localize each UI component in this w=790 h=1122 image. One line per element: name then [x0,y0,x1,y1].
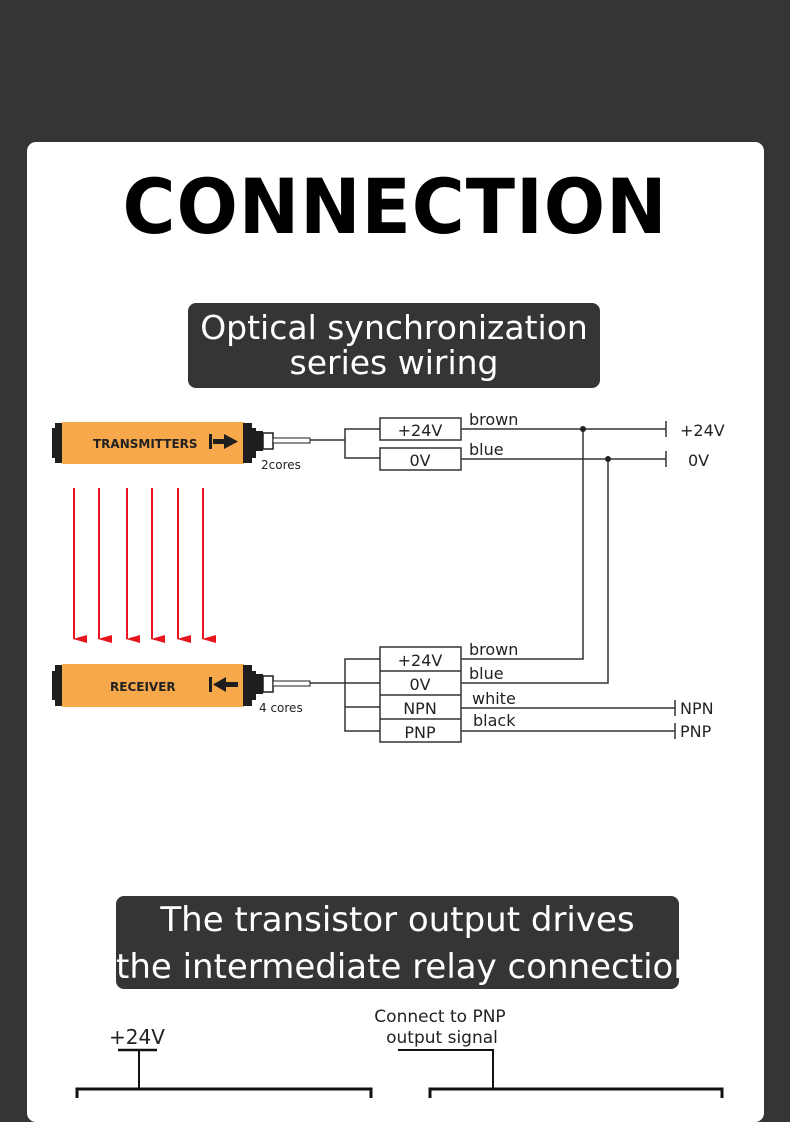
wire-color: brown [469,640,518,659]
heading-line-1: Optical synchronization [200,308,588,347]
terminal-pin: 0V [409,451,430,470]
transmitter-wiring [310,417,667,684]
heading-line-2: the intermediate relay connection [116,947,695,987]
receiver-cores: 4 cores [259,701,303,715]
cable-sleeve [272,680,311,687]
section-heading-wiring: Optical synchronization series wiring [188,303,600,388]
receiver-label: RECEIVER [110,680,176,694]
heading-line-1: The transistor output drives [160,900,635,940]
endcap-right [243,665,256,706]
signal-label-line-2: output signal [386,1028,498,1048]
wire-color: blue [469,440,504,459]
pnp-output-label: PNP [680,722,712,741]
light-beams [73,488,216,643]
connector [256,674,263,694]
connector-nut [262,432,274,450]
npn-output-label: NPN [680,699,714,718]
receiver-wiring [310,646,676,743]
heading-line-2: series wiring [289,343,499,382]
arrow-right-icon [209,434,238,449]
endcap-right [243,423,256,463]
wire-color: white [472,689,516,708]
terminal-pin: PNP [404,723,436,742]
connector [256,431,263,451]
terminal-pin: +24V [398,651,443,670]
terminal-pin: 0V [409,675,430,694]
wire-color: black [473,711,516,730]
sensor-body [62,664,244,707]
supply-positive-label: +24V [680,421,725,440]
cable-sleeve [272,437,311,444]
signal-label-line-1: Connect to PNP [374,1007,505,1027]
page-title: CONNECTION [122,162,668,251]
supply-label: +24V [109,1025,165,1049]
junction-dot [605,456,611,462]
wire-color: blue [469,664,504,683]
terminal-pin: NPN [403,699,437,718]
endcap-left [52,423,63,463]
endcap-left [52,665,63,706]
arrow-left-icon [209,677,238,692]
receiver-sensor: RECEIVER 4 cores [52,664,311,715]
wiring-diagram: TRANSMITTERS 2cores RECEIVER 4 cores [52,410,725,1098]
relay-diagram [75,1048,724,1098]
connector-nut [262,675,274,693]
terminal-pin: +24V [398,421,443,440]
section-heading-relay: The transistor output drives the interme… [116,896,695,989]
wire-color: brown [469,410,518,429]
transmitter-cores: 2cores [261,458,301,472]
transmitter-sensor: TRANSMITTERS 2cores [52,422,311,472]
transmitter-label: TRANSMITTERS [93,437,198,451]
junction-dot [580,426,586,432]
supply-negative-label: 0V [688,451,709,470]
